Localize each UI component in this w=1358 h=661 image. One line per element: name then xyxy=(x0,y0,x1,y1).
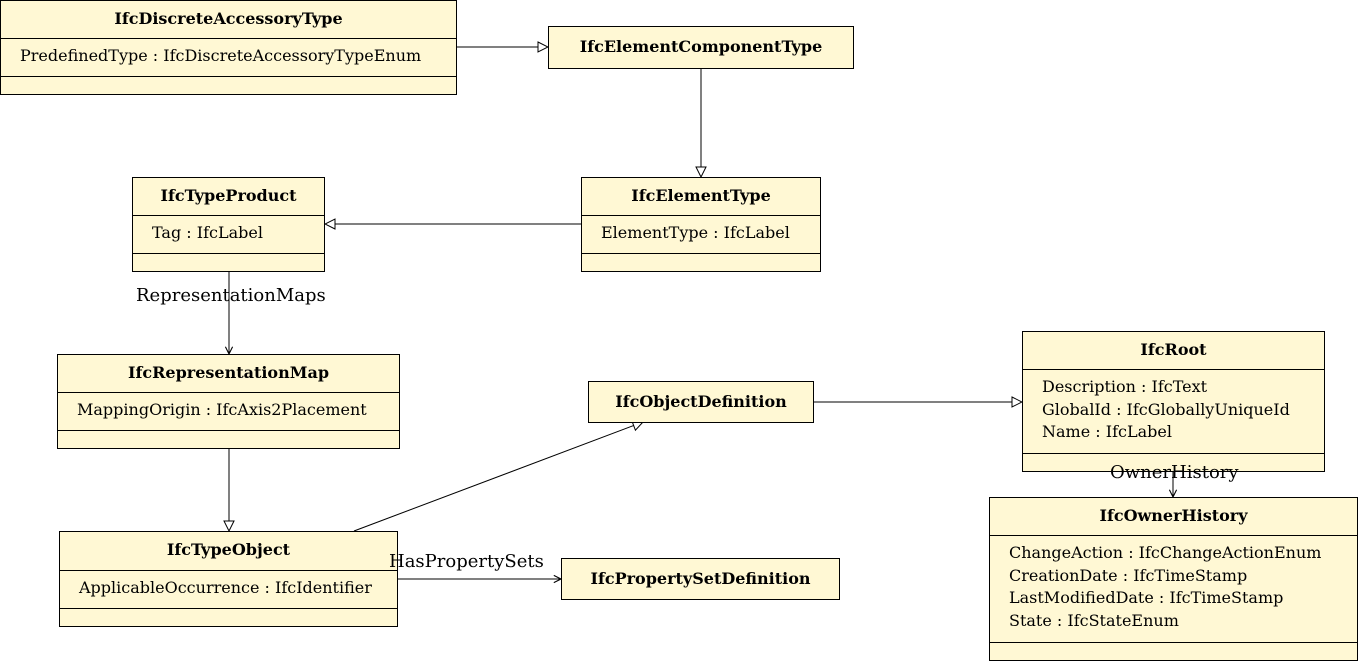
class-name: IfcDiscreteAccessoryType xyxy=(114,9,343,28)
attribute: ApplicableOccurrence : IfcIdentifier xyxy=(79,578,372,597)
class-attributes: ApplicableOccurrence : IfcIdentifier xyxy=(60,570,397,609)
attribute: MappingOrigin : IfcAxis2Placement xyxy=(77,400,367,419)
class-ifc-element-type[interactable]: IfcElementType ElementType : IfcLabel xyxy=(581,177,821,272)
class-name: IfcTypeProduct xyxy=(160,186,297,205)
association-label-representation-maps: RepresentationMaps xyxy=(136,285,326,306)
class-name: IfcElementComponentType xyxy=(579,37,823,56)
class-name: IfcOwnerHistory xyxy=(1099,506,1248,525)
class-name: IfcTypeObject xyxy=(166,540,291,559)
class-ifc-element-component-type[interactable]: IfcElementComponentType xyxy=(548,26,854,69)
attribute: LastModifiedDate : IfcTimeStamp xyxy=(1009,588,1284,607)
attribute: GlobalId : IfcGloballyUniqueId xyxy=(1042,399,1290,419)
class-ifc-root[interactable]: IfcRoot Description : IfcText GlobalId :… xyxy=(1022,331,1325,472)
class-ifc-property-set-definition[interactable]: IfcPropertySetDefinition xyxy=(561,558,840,600)
class-attributes: MappingOrigin : IfcAxis2Placement xyxy=(58,392,399,431)
attribute: PredefinedType : IfcDiscreteAccessoryTyp… xyxy=(20,46,422,65)
class-ifc-representation-map[interactable]: IfcRepresentationMap MappingOrigin : Ifc… xyxy=(57,354,400,449)
attribute: State : IfcStateEnum xyxy=(1009,610,1179,630)
class-name: IfcPropertySetDefinition xyxy=(590,569,811,588)
attribute: Description : IfcText xyxy=(1042,377,1208,396)
attribute: ChangeAction : IfcChangeActionEnum xyxy=(1009,543,1322,562)
class-attributes: ChangeAction : IfcChangeActionEnum Creat… xyxy=(990,535,1357,643)
attribute: CreationDate : IfcTimeStamp xyxy=(1009,565,1248,585)
class-name: IfcRepresentationMap xyxy=(128,363,329,382)
class-ifc-type-product[interactable]: IfcTypeProduct Tag : IfcLabel xyxy=(132,177,325,272)
class-ifc-type-object[interactable]: IfcTypeObject ApplicableOccurrence : Ifc… xyxy=(59,531,398,627)
class-ifc-discrete-accessory-type[interactable]: IfcDiscreteAccessoryType PredefinedType … xyxy=(0,0,457,95)
class-attributes: Description : IfcText GlobalId : IfcGlob… xyxy=(1023,369,1324,454)
class-ifc-object-definition[interactable]: IfcObjectDefinition xyxy=(588,381,814,423)
class-name: IfcRoot xyxy=(1140,340,1207,359)
attribute: Tag : IfcLabel xyxy=(152,223,263,242)
class-ifc-owner-history[interactable]: IfcOwnerHistory ChangeAction : IfcChange… xyxy=(989,497,1358,661)
class-name: IfcElementType xyxy=(631,186,771,205)
class-attributes: ElementType : IfcLabel xyxy=(582,215,820,254)
class-attributes: Tag : IfcLabel xyxy=(133,215,324,254)
association-label-has-property-sets: HasPropertySets xyxy=(389,551,544,572)
attribute: Name : IfcLabel xyxy=(1042,422,1172,441)
class-attributes: PredefinedType : IfcDiscreteAccessoryTyp… xyxy=(1,38,456,77)
association-label-owner-history: OwnerHistory xyxy=(1110,462,1239,483)
class-name: IfcObjectDefinition xyxy=(615,392,787,411)
attribute: ElementType : IfcLabel xyxy=(601,223,790,242)
